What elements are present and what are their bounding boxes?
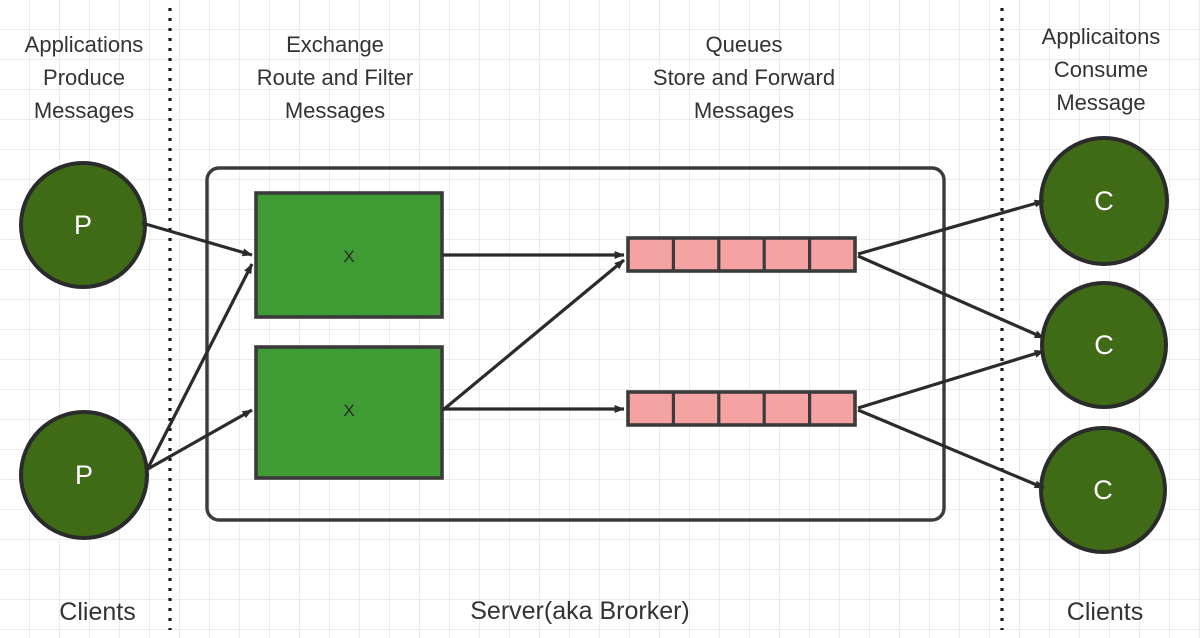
consumer-1-circle[interactable] [1039, 136, 1169, 266]
arrow-producer2-to-exchange2 [145, 408, 253, 472]
bottom-label-clients-right: Clients [1066, 598, 1144, 626]
arrow-queue2-to-consumer2 [857, 349, 1045, 410]
column-header-queues: Queues Store and Forward Messages [652, 32, 836, 123]
column-header-producers: Applications Produce Messages [24, 32, 144, 123]
arrow-queue1-to-consumer2 [857, 254, 1045, 340]
producer-2-circle[interactable] [19, 410, 149, 540]
exchange-2-box[interactable] [254, 345, 444, 480]
column-header-consumers: Applicaitons Consume Message [1041, 24, 1161, 115]
queue-2-group[interactable] [626, 390, 857, 427]
column-header-exchange: Exchange Route and Filter Messages [256, 32, 414, 123]
exchange-1-box[interactable] [254, 191, 444, 319]
bottom-label-server: Server(aka Brorker) [470, 597, 690, 625]
arrow-producer1-to-exchange1 [141, 221, 253, 257]
arrow-exchange2-to-queue1 [441, 258, 626, 412]
arrow-producer2-to-exchange1 [146, 263, 254, 469]
queue-1-group[interactable] [626, 236, 857, 273]
consumer-3-circle[interactable] [1039, 426, 1167, 554]
consumer-2-circle[interactable] [1040, 281, 1168, 409]
bottom-label-clients-left: Clients [59, 598, 136, 626]
arrow-queue1-to-consumer1 [857, 199, 1045, 256]
server-boundary-box [205, 166, 946, 522]
arrow-queue2-to-consumer3 [857, 408, 1045, 490]
producer-1-circle[interactable] [19, 161, 147, 289]
